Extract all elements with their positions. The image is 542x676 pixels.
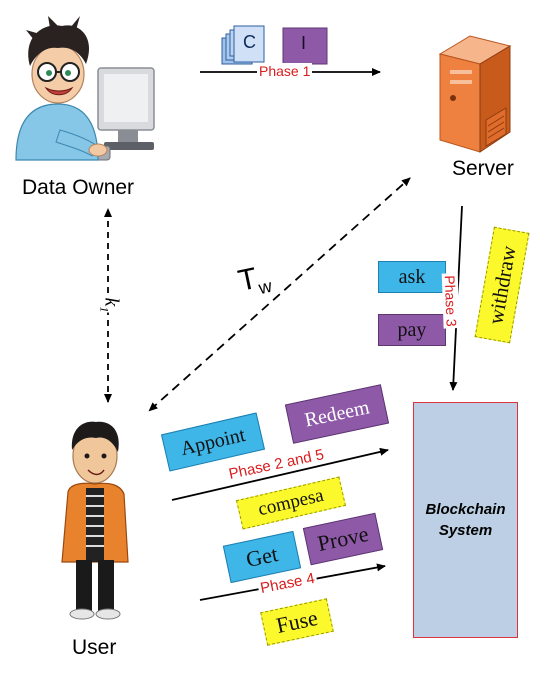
data-owner-label: Data Owner [22,176,135,199]
user-illustration [61,421,129,620]
k1-main: k [100,297,123,307]
tw-dashed-arrow [148,177,411,412]
blockchain-line1: Blockchain [425,501,506,518]
blockchain-system-box: Blockchain System [413,402,518,638]
ciphertext-doc-icon [221,25,265,65]
ask-box: ask [378,261,446,293]
user-label: User [72,636,117,659]
index-label: I [301,33,307,53]
phase25-arrow [171,447,389,501]
server-label: Server [452,157,514,180]
pay-box: pay [378,314,446,346]
k1-label: k1 [96,297,123,313]
index-doc-icon [282,27,328,65]
data-owner-illustration [15,16,155,161]
phase3-label: Phase 3 [441,273,460,329]
blockchain-system-text: Blockchain System [425,499,505,541]
ciphertext-label: C [243,32,256,52]
phase1-label: Phase 1 [257,63,313,79]
server-illustration [438,35,512,153]
blockchain-line2: System [438,522,493,539]
k1-sub: 1 [97,306,112,313]
